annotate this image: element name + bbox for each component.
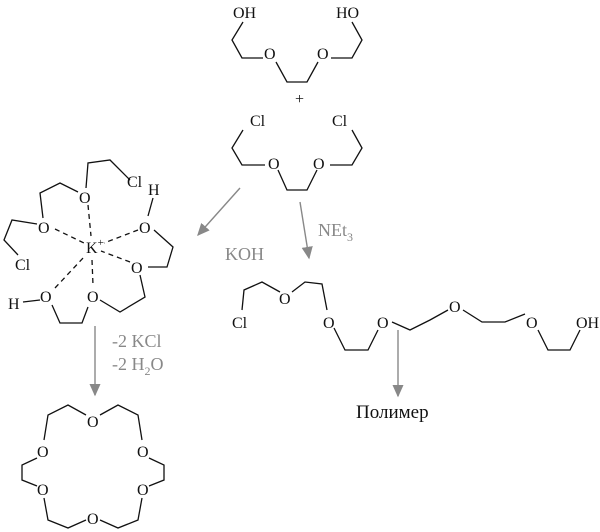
net3-arrow [299, 201, 313, 260]
o-label: O [137, 444, 149, 461]
o-label: O [79, 190, 91, 207]
o-label: O [139, 220, 151, 237]
ether-o-label: O [313, 156, 325, 173]
net3-label: NEt3 [318, 220, 353, 244]
koh-arrow [197, 187, 241, 237]
cl-label: Cl [332, 113, 348, 130]
ho-label: HO [336, 5, 359, 22]
ether-o-label: O [264, 46, 276, 63]
ether-o-label: O [317, 46, 329, 63]
polymer-label: Полимер [356, 402, 429, 423]
o-label: O [87, 289, 99, 306]
dichloride-molecule: Cl O O Cl [231, 113, 363, 191]
o-label: O [37, 482, 49, 499]
cl-label: Cl [232, 315, 248, 332]
h-label: H [8, 296, 20, 313]
o-label: O [526, 315, 538, 332]
cl-label: Cl [15, 257, 31, 274]
oh-label: OH [576, 315, 600, 332]
linear-oligomer-molecule: Cl O O O O O OH [232, 281, 600, 351]
o-label: O [137, 482, 149, 499]
h-label: H [148, 182, 160, 199]
cl-label: Cl [250, 113, 266, 130]
ether-o-label: O [268, 156, 280, 173]
18-crown-6-molecule: O O O O O O [21, 404, 165, 529]
o-label: O [449, 299, 461, 316]
koh-label: KOH [225, 244, 264, 264]
o-label: O [87, 511, 99, 528]
potassium-ion-label: K+ [86, 237, 104, 257]
o-label: O [377, 315, 389, 332]
o-label: O [131, 260, 143, 277]
h2o-elimination-label: -2 H2O [112, 354, 164, 378]
potassium-template-complex: O O O O O O K+ Cl Cl H H [3, 159, 174, 324]
kcl-elimination-label: -2 KCl [112, 331, 162, 351]
o-label: O [323, 315, 335, 332]
oh-label: OH [233, 5, 257, 22]
o-label: O [40, 289, 52, 306]
plus-sign: + [295, 91, 304, 108]
cl-label: Cl [127, 174, 143, 191]
o-label: O [38, 220, 50, 237]
triethylene-glycol-molecule: OH O O HO [231, 5, 363, 83]
o-label: O [87, 414, 99, 431]
o-label: O [279, 291, 291, 308]
o-label: O [37, 444, 49, 461]
